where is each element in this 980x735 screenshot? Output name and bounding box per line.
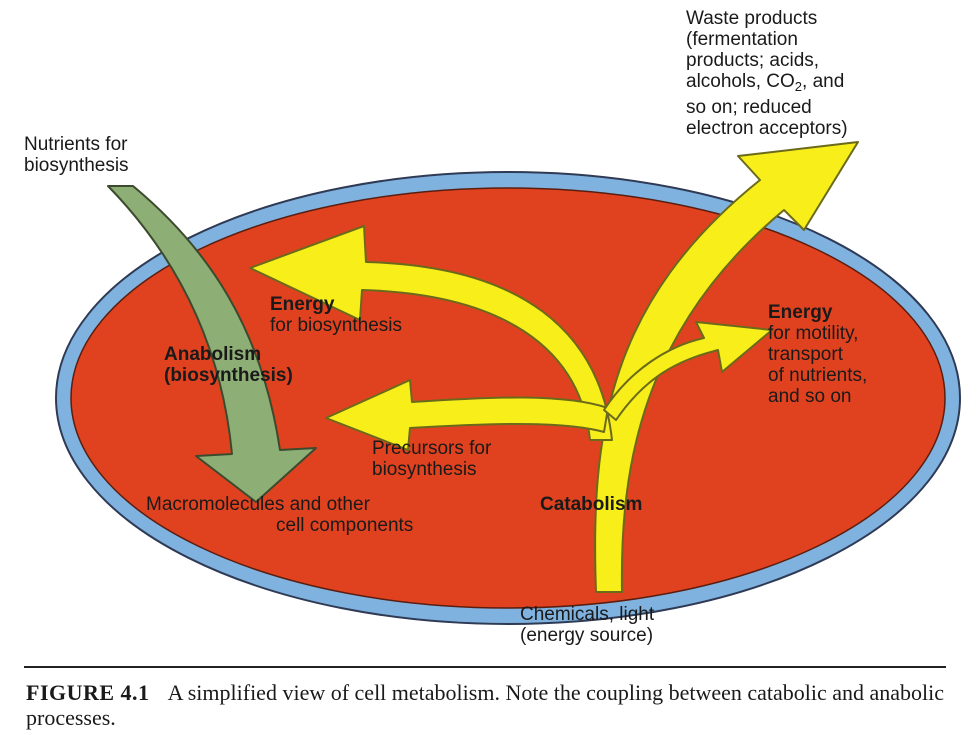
waste-line-3: products; acids, (686, 50, 820, 71)
nutrients-label: Nutrients for biosynthesis (24, 134, 129, 176)
nutrients-line-1: Nutrients for (24, 134, 128, 155)
catabolism-arrow (249, 141, 859, 593)
anabolism-arrow (107, 185, 317, 503)
precursors-line-2: biosynthesis (372, 459, 477, 480)
figure-caption-text: A simplified view of cell metabolism. No… (26, 680, 945, 730)
chemicals-line-2: (energy source) (520, 625, 654, 646)
macromolecules-label: Macromolecules and other cell components (146, 494, 413, 536)
chemicals-label: Chemicals, light (energy source) (520, 604, 654, 646)
macromolecules-line-2: cell components (276, 515, 414, 536)
waste-line-co2: alcohols, CO2, and (686, 71, 848, 97)
energy-motility-line-2: transport (768, 344, 843, 365)
precursors-branch (325, 379, 609, 451)
caption-divider (24, 666, 946, 668)
figure-number: FIGURE 4.1 (26, 680, 150, 705)
macromolecules-line-1: Macromolecules and other (146, 494, 370, 515)
waste-line-6: electron acceptors) (686, 118, 848, 139)
anabolism-line-1: Anabolism (164, 344, 262, 365)
energy-motility-line-4: and so on (768, 386, 852, 407)
nutrients-line-2: biosynthesis (24, 155, 129, 176)
energy-biosynthesis-branch (249, 225, 613, 441)
waste-co2-subscript: 2 (794, 79, 803, 94)
energy-motility-line-1: for motility, (768, 323, 859, 344)
waste-co2-after: , and (802, 71, 845, 92)
precursors-line-1: Precursors for (372, 438, 492, 459)
energy-motility-label: Energy for motility, transport of nutrie… (768, 302, 867, 407)
catabolism-label: Catabolism (540, 494, 642, 515)
energy-motility-title: Energy (768, 302, 833, 323)
waste-line-1: Waste products (686, 8, 818, 29)
energy-biosynthesis-label: Energy for biosynthesis (270, 294, 402, 336)
catabolism-text: Catabolism (540, 494, 643, 515)
anabolism-label: Anabolism (biosynthesis) (164, 344, 293, 386)
waste-co2-before: alcohols, CO (686, 71, 795, 92)
cell-metabolism-diagram (55, 141, 961, 625)
waste-line-2: (fermentation (686, 29, 798, 50)
anabolism-line-2: (biosynthesis) (164, 365, 293, 386)
energy-motility-branch (603, 321, 773, 421)
energy-biosynthesis-title: Energy (270, 294, 335, 315)
energy-biosynthesis-line: for biosynthesis (270, 315, 403, 336)
waste-products-label: Waste products (fermentation products; a… (686, 8, 848, 139)
chemicals-line-1: Chemicals, light (520, 604, 655, 625)
energy-motility-line-3: of nutrients, (768, 365, 868, 386)
waste-line-5: so on; reduced (686, 97, 812, 118)
precursors-label: Precursors for biosynthesis (372, 438, 491, 480)
